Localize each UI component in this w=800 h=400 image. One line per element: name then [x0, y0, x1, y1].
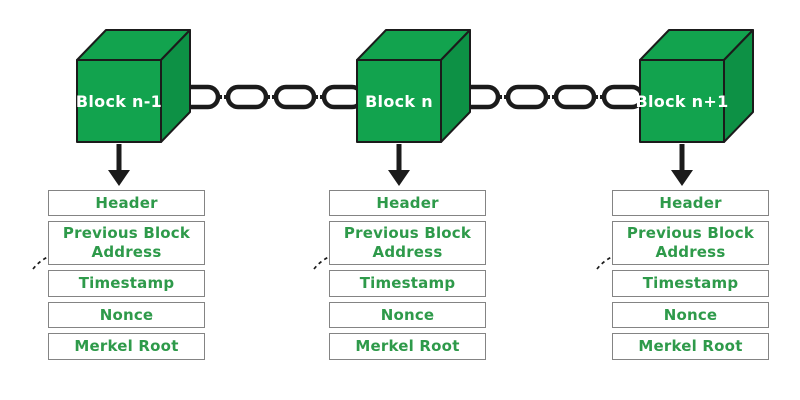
block-label: Block n-1	[76, 92, 162, 111]
field-row-merkel-root: Merkel Root	[612, 333, 769, 360]
down-arrow-icon-2	[388, 144, 410, 186]
cube-block-n: Block n	[356, 29, 471, 143]
field-row-header: Header	[329, 190, 486, 216]
block-label: Block n	[365, 92, 433, 111]
field-row-nonce: Nonce	[612, 302, 769, 328]
down-arrow-icon-3	[671, 144, 693, 186]
block-fields-table-2: Header Previous Block Address Timestamp …	[329, 190, 486, 365]
field-row-timestamp: Timestamp	[329, 270, 486, 297]
block-label: Block n+1	[636, 92, 729, 111]
block-fields-table-3: Header Previous Block Address Timestamp …	[612, 190, 769, 365]
field-row-prev-address: Previous Block Address	[329, 221, 486, 265]
field-row-nonce: Nonce	[48, 302, 205, 328]
field-row-prev-address: Previous Block Address	[612, 221, 769, 265]
cube-block-n-plus-1: Block n+1	[636, 29, 754, 143]
field-row-header: Header	[48, 190, 205, 216]
field-row-merkel-root: Merkel Root	[48, 333, 205, 360]
chain-link-icon-left	[175, 84, 365, 110]
field-row-merkel-root: Merkel Root	[329, 333, 486, 360]
down-arrow-icon-1	[108, 144, 130, 186]
field-row-timestamp: Timestamp	[48, 270, 205, 297]
field-row-prev-address: Previous Block Address	[48, 221, 205, 265]
field-row-timestamp: Timestamp	[612, 270, 769, 297]
field-row-nonce: Nonce	[329, 302, 486, 328]
field-row-header: Header	[612, 190, 769, 216]
block-fields-table-1: Header Previous Block Address Timestamp …	[48, 190, 205, 365]
cube-block-n-1: Block n-1	[76, 29, 191, 143]
chain-link-icon-right	[455, 84, 645, 110]
